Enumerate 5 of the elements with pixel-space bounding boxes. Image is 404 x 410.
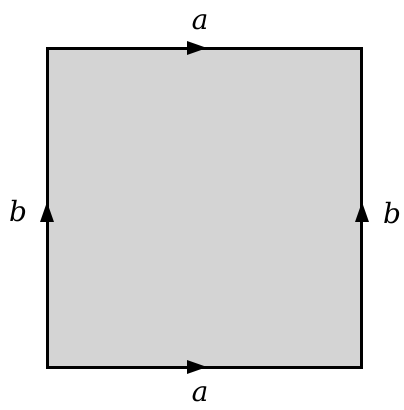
side-label: a — [192, 378, 208, 406]
side-label: a — [192, 6, 208, 34]
shaded-square — [46, 47, 363, 369]
side-label: b — [9, 198, 27, 226]
side-label: b — [383, 200, 401, 228]
